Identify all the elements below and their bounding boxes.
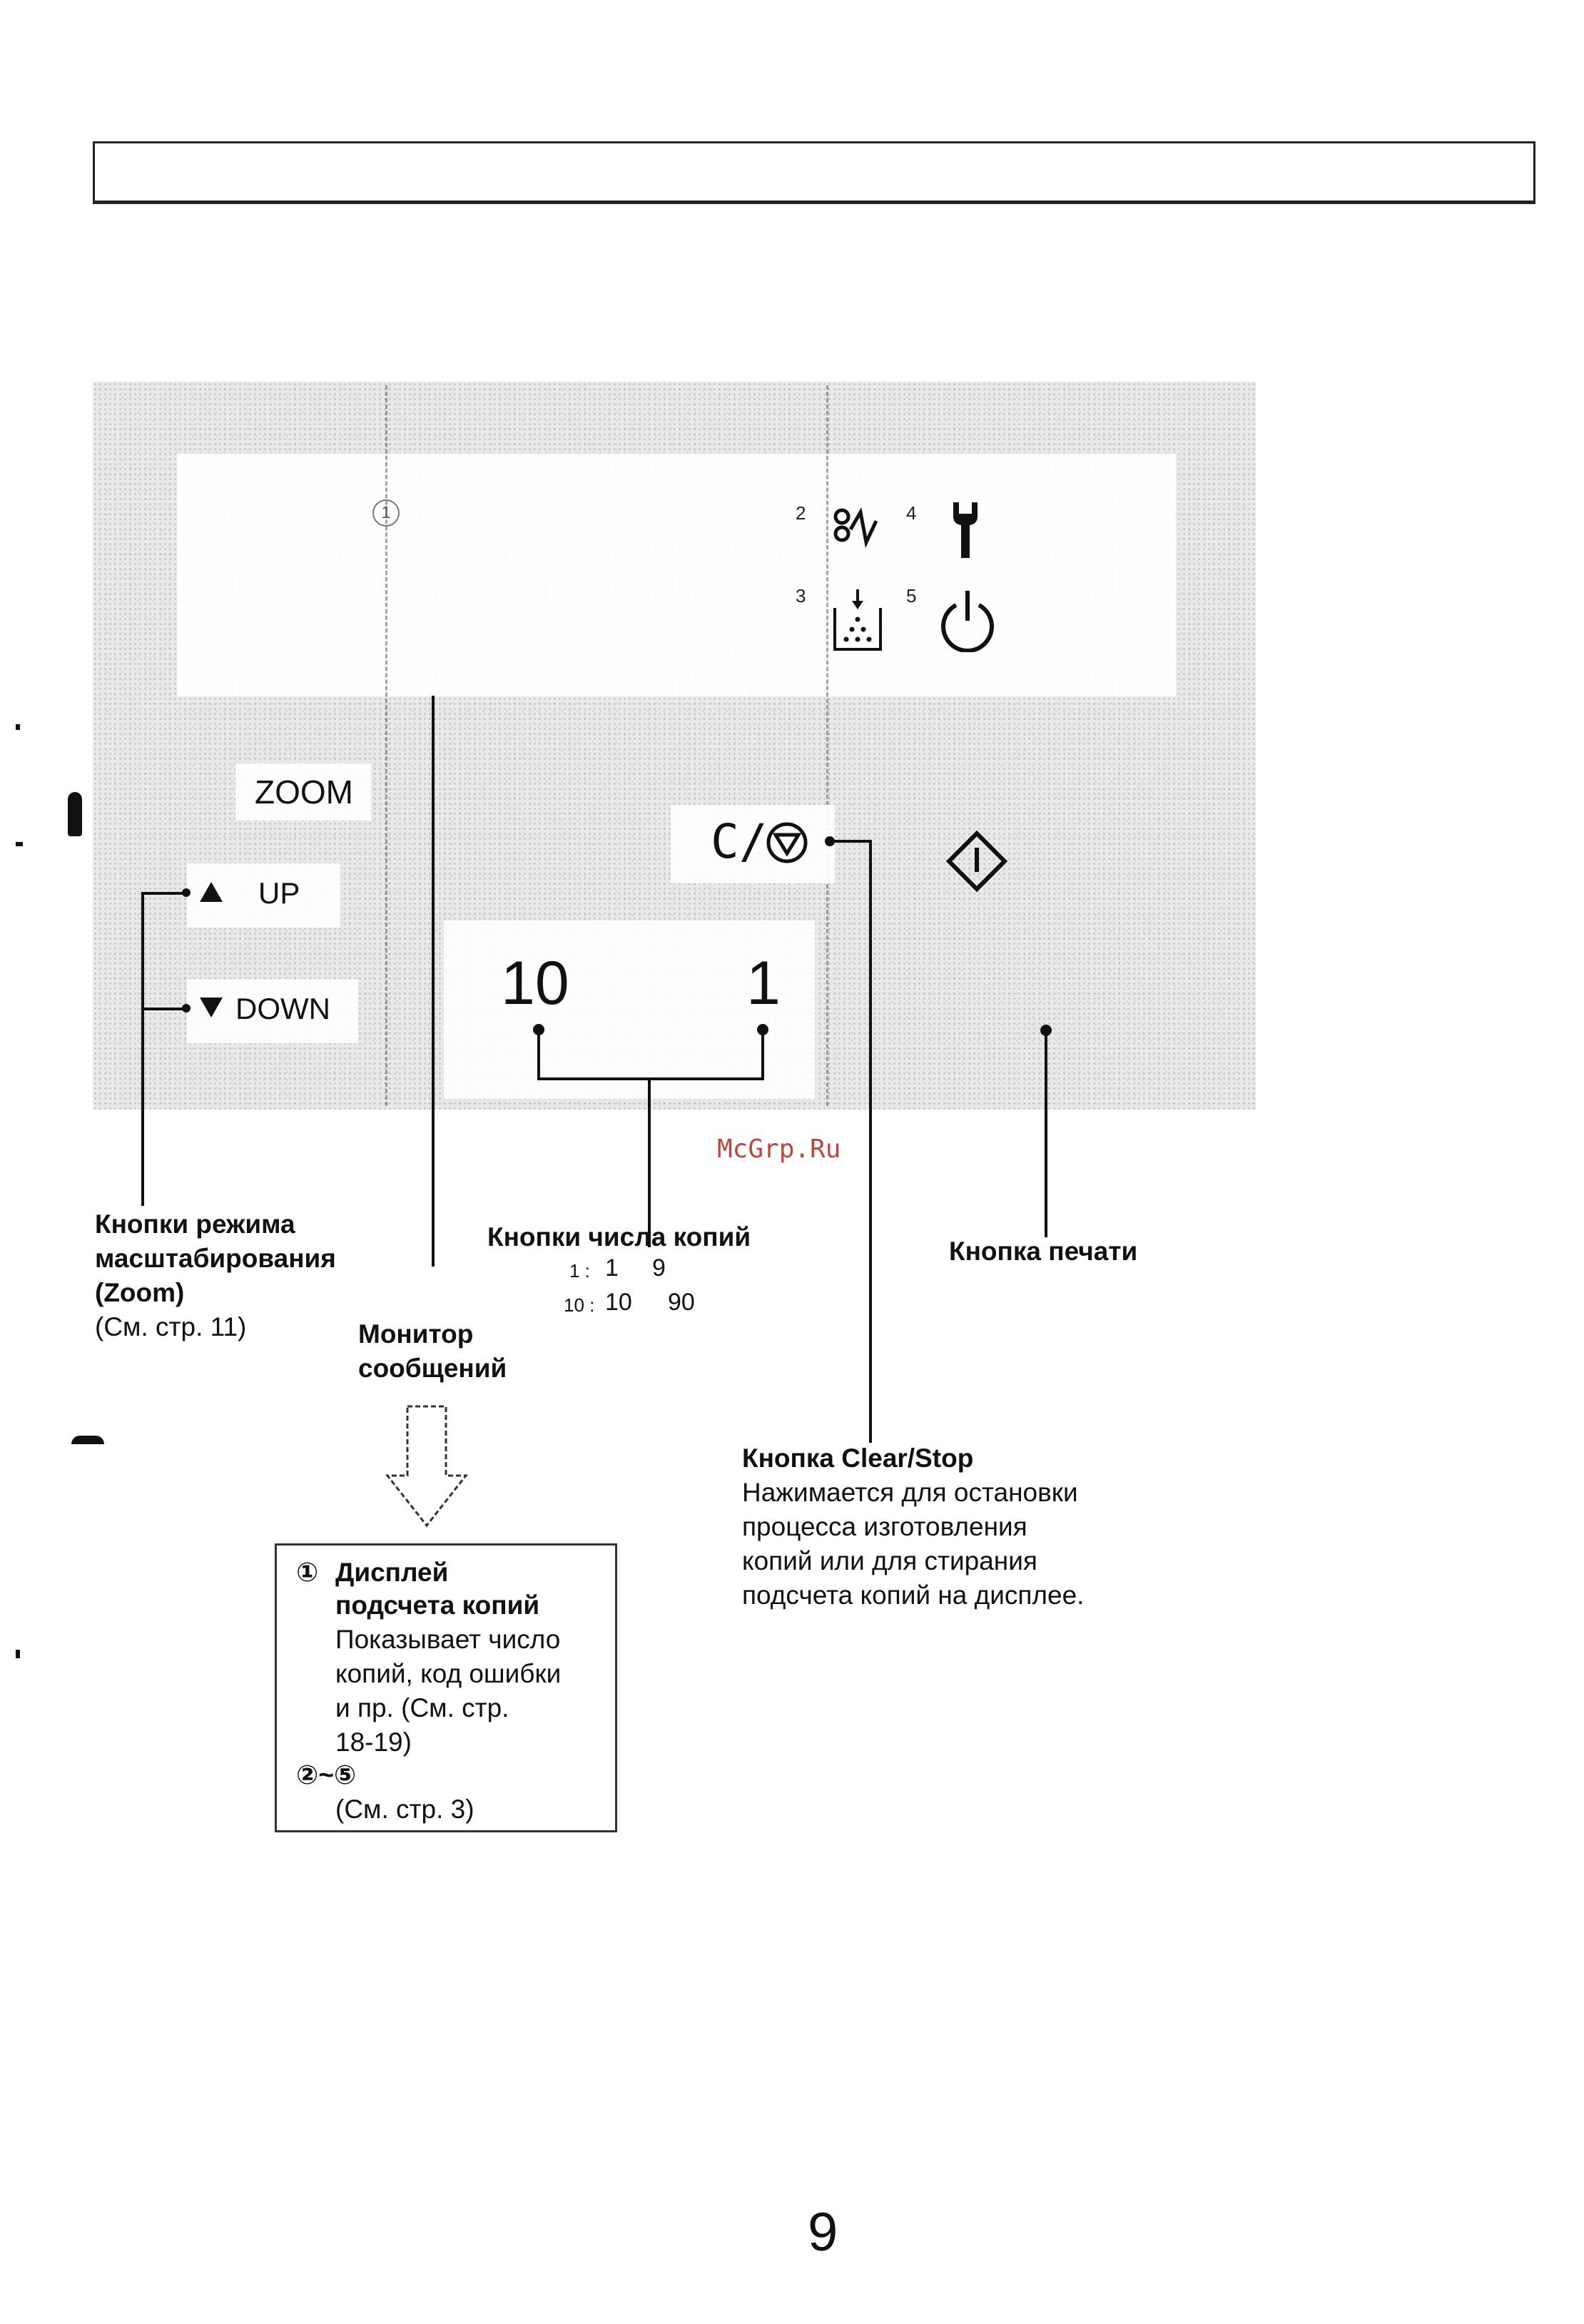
page-number: 9 [808,2202,838,2263]
zoom-buttons-title-2: масштабирования [95,1244,336,1273]
leader-line-monitor [432,696,435,1267]
copy-count-area [444,920,815,1099]
leader-dot [757,1024,768,1035]
watermark: McGrp.Ru [717,1135,841,1164]
arrow-down-icon [385,1405,469,1528]
down-label: DOWN [235,992,330,1025]
leader-line [537,1077,764,1080]
callout-ref: (См. стр. 3) [335,1795,474,1824]
copy-count-title: Кнопки числа копий [487,1222,751,1252]
message-monitor-label-2: сообщений [358,1354,507,1383]
display-index-1: 1 [372,499,400,527]
leader-line-clear-stop [869,840,872,1443]
callout-box [275,1543,617,1832]
clear-stop-desc-2: процесса изготовления [742,1512,1027,1541]
clear-stop-desc-1: Нажимается для остановки [742,1478,1078,1507]
copy-row2-key: 10 : [564,1294,595,1316]
copy-1-button[interactable]: 1 [746,949,781,1018]
zoom-buttons-ref: (См. стр. 11) [95,1312,247,1341]
down-button-area[interactable] [187,979,358,1043]
message-monitor-label-1: Монитор [358,1319,474,1349]
clear-stop-button[interactable]: C/ [711,814,768,869]
callout-title-2: подсчета копий [335,1590,540,1620]
callout-marker-1: ① [296,1558,319,1587]
clear-stop-title: Кнопка Clear/Stop [742,1443,974,1473]
callout-range: ②~⑤ [296,1760,357,1790]
leader-line [761,1031,764,1080]
clear-stop-desc-4: подсчета копий на дисплее. [742,1580,1085,1610]
leader-dot [182,1004,191,1013]
callout-desc-2: копий, код ошибки [335,1659,562,1688]
leader-dot [182,888,191,897]
copy-row2-a: 10 [605,1289,632,1316]
copy-row1-a: 1 [605,1254,619,1282]
callout-desc-4: 18-19) [335,1727,412,1757]
indicator-number-5: 5 [906,585,917,607]
leader-dot [825,836,835,846]
indicator-number-4: 4 [906,502,917,524]
leader-line-zoom [141,892,144,1206]
scan-mark [68,792,82,836]
leader-line [141,892,186,895]
zoom-label: ZOOM [255,773,353,811]
scan-mark [16,842,23,846]
copy-row1-b: 9 [652,1254,666,1282]
clear-stop-area [671,805,835,883]
leader-line [832,840,872,843]
clear-stop-desc-3: копий или для стирания [742,1546,1037,1575]
start-diamond-icon[interactable] [946,831,1007,892]
stop-circle-icon[interactable] [765,821,809,865]
scan-mark [16,724,20,730]
leader-line-copy [648,1077,651,1247]
message-display [177,454,1176,696]
leader-line [537,1031,540,1080]
callout-title-1: Дисплей [335,1558,449,1587]
copy-row2-b: 90 [668,1289,695,1316]
toner-icon [833,589,882,651]
scan-mark [16,1650,20,1658]
zoom-buttons-title-1: Кнопки режима [95,1209,295,1239]
triangle-up-icon[interactable] [198,881,224,903]
up-label: UP [258,876,300,910]
wrench-icon [953,502,978,558]
panel-guide-line [385,385,387,1106]
callout-desc-3: и пр. (См. стр. [335,1693,509,1722]
power-icon [941,591,994,652]
scan-mark [71,1436,104,1444]
callout-desc-1: Показывает число [335,1625,561,1654]
paper-jam-icon [833,507,878,549]
leader-line-print [1045,1030,1047,1237]
leader-line [141,1008,186,1010]
zoom-label-bg [235,763,371,821]
leader-dot [533,1024,544,1035]
zoom-buttons-title-3: (Zoom) [95,1278,185,1307]
copy-row1-key: 1 : [569,1260,590,1282]
indicator-number-2: 2 [796,502,806,524]
panel-guide-line [826,385,828,1106]
triangle-down-icon[interactable] [198,996,224,1019]
copy-10-button[interactable]: 10 [501,949,569,1018]
page-header-box [93,141,1535,204]
print-button-label: Кнопка печати [949,1237,1138,1266]
indicator-number-3: 3 [796,585,806,607]
